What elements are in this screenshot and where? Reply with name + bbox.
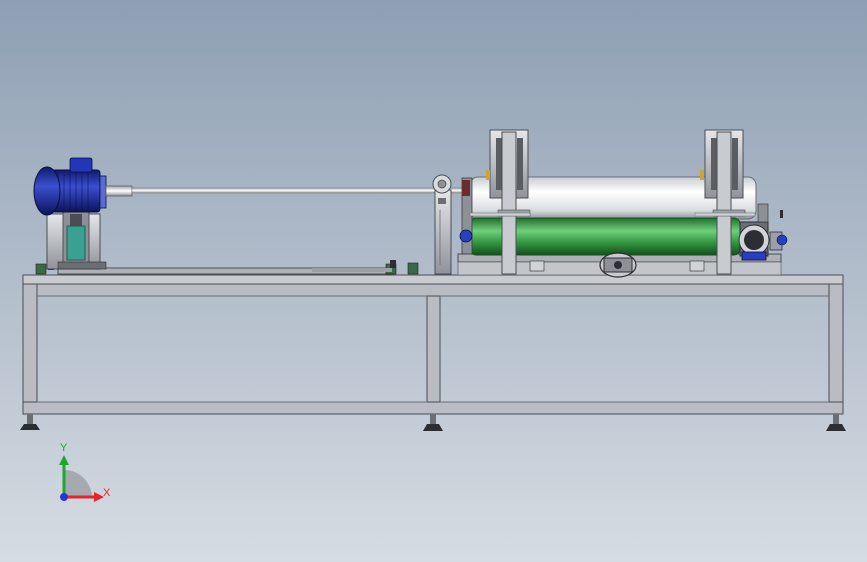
motor-coupling bbox=[105, 185, 133, 197]
small-drive-motor[interactable] bbox=[738, 203, 788, 261]
y-axis-label: Y bbox=[60, 442, 68, 454]
x-axis-label: X bbox=[103, 487, 111, 499]
leveling-foot-right bbox=[826, 414, 846, 431]
electric-motor[interactable] bbox=[33, 157, 133, 270]
frame-left-leg bbox=[22, 283, 38, 415]
frame-right-leg bbox=[828, 283, 844, 415]
frame-top-plate bbox=[22, 274, 844, 285]
frame-top-beam bbox=[22, 283, 844, 297]
drive-shaft bbox=[131, 187, 463, 194]
center-drive-wheel bbox=[599, 252, 637, 278]
motor-end-cap bbox=[33, 166, 61, 216]
coordinate-triad bbox=[59, 455, 104, 502]
z-axis-dot bbox=[60, 493, 68, 501]
left-adjustment-post[interactable] bbox=[469, 129, 531, 275]
right-adjustment-post[interactable] bbox=[694, 129, 756, 275]
motor-terminal-box bbox=[69, 157, 93, 173]
leveling-foot-left bbox=[20, 414, 40, 430]
machine-frame bbox=[20, 274, 846, 431]
frame-bottom-rail bbox=[22, 401, 844, 415]
bearing-stand bbox=[432, 174, 452, 275]
motor-base bbox=[35, 260, 419, 275]
frame-middle-leg bbox=[426, 295, 441, 415]
leveling-foot-middle bbox=[423, 414, 443, 431]
roller-assembly[interactable] bbox=[457, 129, 788, 278]
